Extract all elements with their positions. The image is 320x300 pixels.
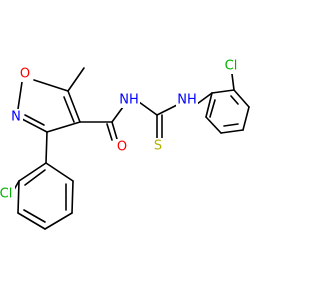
bond-top-ring-inner-2 [223, 123, 239, 127]
bond-c5-c4 [67, 90, 81, 123]
bond-n2-o1 [17, 81, 23, 110]
bond-nh-aryl [196, 92, 213, 105]
chlorine-bottom: Cl [0, 186, 15, 202]
bond-bottom-ring-1 [71, 180, 74, 214]
bond-top-ring-0 [211, 89, 235, 94]
bond-c4-c3 [46, 121, 81, 133]
bond-top-ring-inner-3 [209, 99, 216, 118]
bond-bottom-ring-5 [18, 162, 47, 182]
ring-nitrogen: N [9, 109, 23, 125]
ring-nitrogen-label: N [11, 110, 21, 125]
bond-aryl-cl-top [231, 73, 235, 91]
bond-top-ring-3 [220, 129, 244, 134]
bond-bottom-ring-2 [44, 212, 73, 230]
thione-sulfur: S [152, 138, 164, 154]
thioamide-nh-label: NH [177, 93, 197, 108]
chlorine-top: Cl [222, 58, 240, 74]
bond-carbonyl-nh [111, 106, 124, 123]
atom-label-layer: O N O NH NH S Cl Cl [0, 58, 240, 202]
chlorine-bottom-label: Cl [0, 187, 12, 202]
bond-top-ring-1 [233, 89, 250, 108]
bond-carbonyl-o [111, 121, 118, 140]
carbonyl-oxygen-label: O [117, 140, 127, 155]
bond-bottom-ring-inner-3 [24, 169, 46, 186]
bond-top-ring-4 [205, 116, 222, 134]
bond-carbonyl-o-double [106, 123, 113, 141]
bond-o1-c5 [33, 79, 69, 92]
ring-oxygen-label: O [20, 67, 30, 82]
molecule-structure: O N O NH NH S Cl Cl [0, 58, 250, 230]
bond-c3-aryl [45, 131, 48, 164]
amide-nh: NH [118, 92, 140, 108]
bond-c3-n2-double [24, 114, 45, 126]
thione-sulfur-label: S [154, 139, 162, 154]
bond-bottom-ring-4 [17, 180, 20, 214]
bond-top-ring-2 [242, 106, 250, 131]
bond-top-ring-5 [205, 92, 213, 118]
bond-cs-nh [156, 103, 180, 116]
bond-nh-cs [138, 101, 158, 116]
bond-c3-n2 [21, 118, 48, 133]
bond-bottom-ring-3 [17, 212, 46, 230]
ring-oxygen: O [18, 66, 32, 82]
carbonyl-oxygen: O [115, 139, 129, 155]
bond-bottom-ring-0 [45, 162, 74, 182]
bond-c5-c4-double [63, 96, 75, 123]
bond-top-ring-inner-1 [230, 95, 239, 105]
bond-bottom-ring-inner-2 [23, 209, 46, 223]
thioamide-nh: NH [176, 92, 198, 108]
bond-methyl [67, 67, 85, 92]
chlorine-top-label: Cl [225, 59, 238, 74]
amide-nh-label: NH [119, 93, 139, 108]
